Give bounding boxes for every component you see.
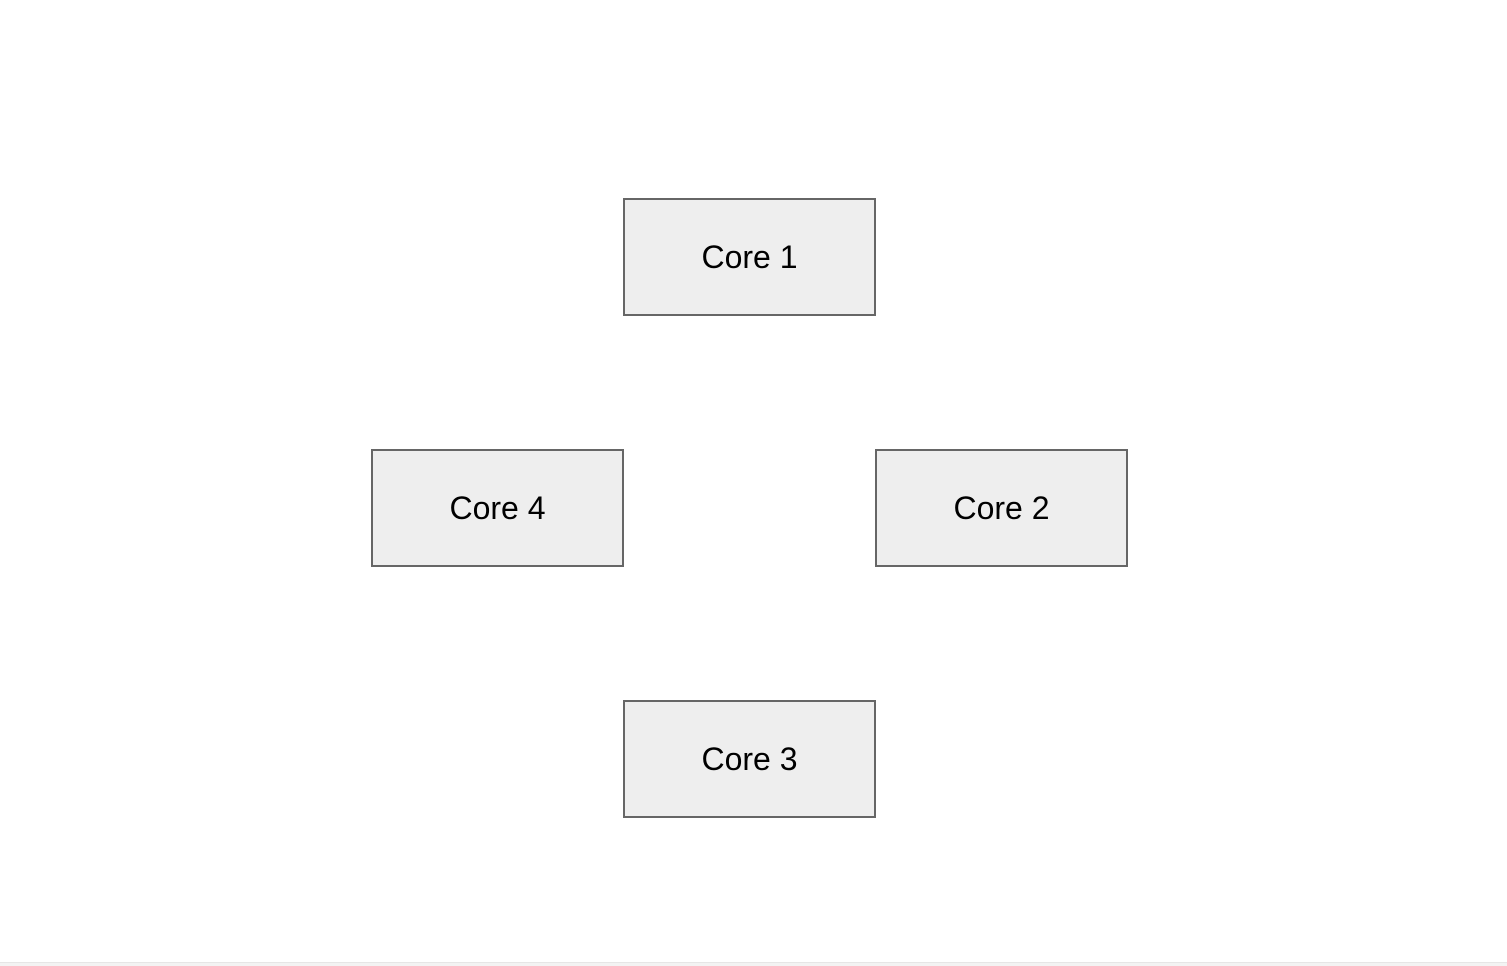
core-3-node[interactable]: Core 3 bbox=[623, 700, 876, 818]
canvas-bottom-edge bbox=[0, 962, 1507, 966]
core-2-label: Core 2 bbox=[953, 490, 1050, 526]
core-1-label: Core 1 bbox=[701, 239, 798, 275]
core-3-label: Core 3 bbox=[701, 741, 798, 777]
core-4-node[interactable]: Core 4 bbox=[371, 449, 624, 567]
core-4-label: Core 4 bbox=[449, 490, 546, 526]
core-1-node[interactable]: Core 1 bbox=[623, 198, 876, 316]
core-2-node[interactable]: Core 2 bbox=[875, 449, 1128, 567]
